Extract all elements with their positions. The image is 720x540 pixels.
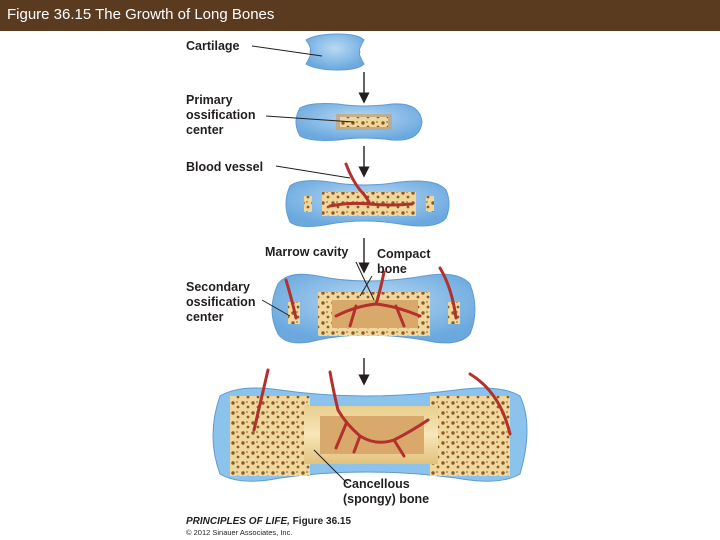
label-primary-line-2: ossification xyxy=(186,108,255,122)
label-secondary-line-1: Secondary xyxy=(186,280,250,294)
long-bone-growth-diagram: Cartilage Primary ossification center Bl… xyxy=(186,33,528,537)
credit-line: PRINCIPLES OF LIFE, Figure 36.15 xyxy=(186,516,351,527)
label-marrow-cavity: Marrow cavity xyxy=(265,245,348,259)
credit-figure: Figure 36.15 xyxy=(290,516,352,527)
label-compact-line-1: Compact xyxy=(377,247,431,261)
title-bar: Figure 36.15 The Growth of Long Bones xyxy=(0,0,720,31)
credit-book: PRINCIPLES OF LIFE, xyxy=(186,516,290,527)
label-cartilage: Cartilage xyxy=(186,39,240,53)
label-secondary-line-2: ossification xyxy=(186,295,255,309)
stage-2-primary-ossification xyxy=(295,103,423,141)
credit-copyright: © 2012 Sinauer Associates, Inc. xyxy=(186,528,292,537)
label-blood-vessel: Blood vessel xyxy=(186,160,263,174)
stage-1-cartilage-model xyxy=(305,33,365,71)
leader-lines xyxy=(251,45,375,485)
label-cancellous-line-1: Cancellous xyxy=(343,477,410,491)
stage-5-mature-bone xyxy=(212,368,528,482)
label-cancellous-line-2: (spongy) bone xyxy=(343,492,429,506)
stage-3-vessel-entry xyxy=(285,162,450,228)
label-primary-line-3: center xyxy=(186,123,224,137)
label-secondary-line-3: center xyxy=(186,310,224,324)
label-compact-line-2: bone xyxy=(377,262,407,276)
stage-4-marrow-cavity xyxy=(271,266,476,344)
figure-title: Figure 36.15 The Growth of Long Bones xyxy=(7,6,275,23)
label-primary-line-1: Primary xyxy=(186,93,233,107)
